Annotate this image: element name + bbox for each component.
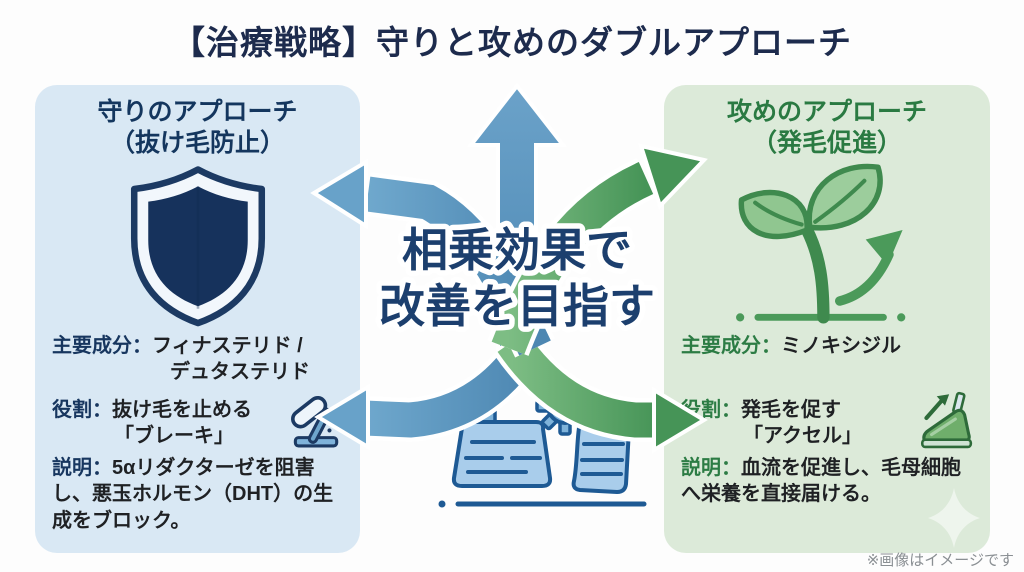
offense-panel-title-line1: 攻めのアプローチ	[726, 98, 927, 126]
sparkle-icon	[926, 487, 982, 549]
defense-role: 役割：抜け毛を止める 「ブレーキ」	[52, 397, 348, 450]
page-title: 【治療戦略】守りと攻めのダブルアプローチ	[172, 24, 852, 61]
seedling-growth-icon	[664, 159, 990, 331]
offense-ingredient-value: ミノキシジル	[781, 335, 901, 357]
up-arrow	[466, 82, 568, 350]
accelerator-pedal-icon	[914, 387, 976, 449]
offense-panel-title: 攻めのアプローチ （発毛促進）	[664, 97, 990, 158]
brake-pedal-icon	[284, 387, 346, 449]
offense-role-label: 役割：	[681, 399, 741, 421]
accelerator-pedal	[571, 394, 632, 494]
offense-role-value2: 「アクセル」	[743, 425, 862, 448]
offense-panel-title-line2: （発毛促進）	[751, 128, 902, 157]
brake-accelerator-pedals-icon	[438, 376, 647, 508]
defense-description: 説明：5αリダクターゼを阻害し、悪玉ホルモン（DHT）の生成をブロック。	[52, 455, 348, 534]
offense-panel: 攻めのアプローチ （発毛促進） 主要成分：ミノキシジル 役割：発毛を促す 「ア	[664, 85, 990, 553]
defense-panel: 守りのアプローチ （抜け毛防止） 主要成分：フィナステリド / デュタステリド …	[35, 85, 360, 553]
defense-role-value1: 抜け毛を止める	[112, 399, 252, 421]
defense-ingredient-value1: フィナステリド /	[152, 335, 303, 357]
offense-description: 説明：血流を促進し、毛母細胞へ栄養を直接届ける。	[681, 455, 978, 508]
shield-icon	[35, 163, 360, 327]
defense-ingredient-value2: デュタステリド	[170, 361, 310, 384]
offense-ingredient-label: 主要成分：	[681, 335, 781, 357]
offense-ingredient: 主要成分：ミノキシジル	[681, 333, 978, 359]
defense-ingredient-label: 主要成分：	[52, 335, 152, 357]
defense-description-text: 5αリダクターゼを阻害し、悪玉ホルモン（DHT）の生成をブロック。	[52, 457, 334, 532]
offense-role-value1: 発毛を促す	[741, 399, 841, 421]
center-message-line2: 改善を目指す	[379, 280, 655, 332]
defense-panel-title-line2: （抜け毛防止）	[109, 128, 285, 157]
footnote: ※画像はイメージです	[866, 552, 1014, 569]
defense-role-label: 役割：	[52, 399, 112, 421]
defense-panel-title-line1: 守りのアプローチ	[97, 98, 298, 126]
defense-panel-title: 守りのアプローチ （抜け毛防止）	[35, 97, 360, 158]
offense-description-label: 説明：	[681, 457, 741, 479]
offense-description-text: 血流を促進し、毛母細胞へ栄養を直接届ける。	[681, 457, 961, 506]
center-message-line1: 相乗効果で	[402, 224, 632, 276]
defense-ingredient: 主要成分：フィナステリド / デュタステリド	[52, 333, 348, 386]
defense-role-value2: 「ブレーキ」	[114, 425, 234, 448]
defense-description-label: 説明：	[52, 457, 112, 479]
